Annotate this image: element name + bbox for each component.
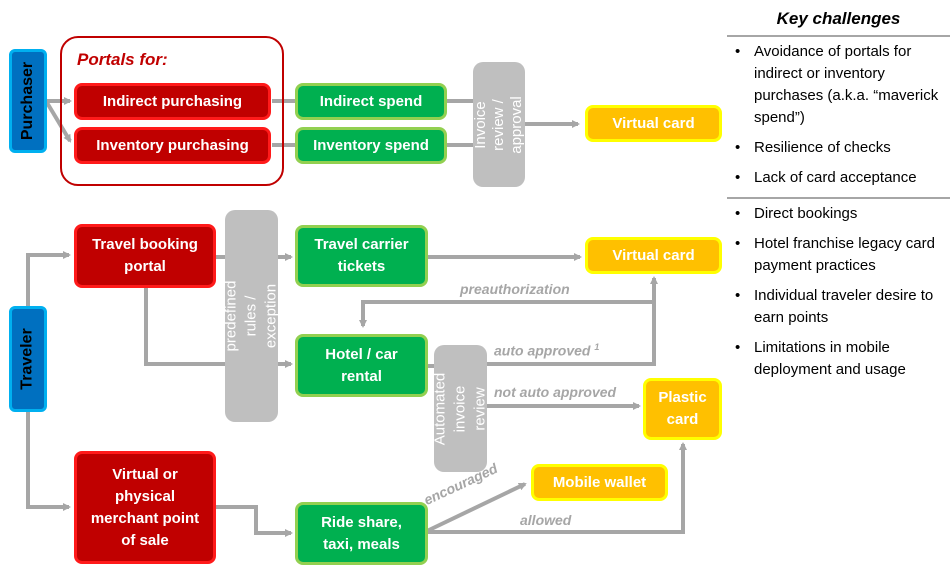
ride-share-taxi-meals: Ride share, taxi, meals <box>295 502 428 565</box>
actor-traveler: Traveler <box>9 306 47 412</box>
mobile-wallet: Mobile wallet <box>531 464 668 501</box>
connector-allowed <box>427 442 687 534</box>
connector-auto-approved <box>485 276 658 366</box>
challenge-item: Individual traveler desire to earn point… <box>727 285 950 329</box>
invoice-review-label: Invoice review / approval <box>472 95 526 154</box>
label-auto-approved-text: auto approved <box>494 342 591 359</box>
travel-carrier-tickets: Travel carrier tickets <box>295 225 428 287</box>
indirect-purchasing-portal: Indirect purchasing <box>74 83 271 120</box>
key-challenges-panel: Key challenges Avoidance of portals for … <box>727 0 950 393</box>
predefined-rules-approval: Meets predefined rules / exception appro… <box>203 210 300 422</box>
inventory-purchasing-portal: Inventory purchasing <box>74 127 271 164</box>
virtual-card-purchasing: Virtual card <box>585 105 722 142</box>
challenge-item: Direct bookings <box>727 203 950 225</box>
predefined-rules-label: Meets predefined rules / exception appro… <box>202 280 300 352</box>
inventory-spend: Inventory spend <box>295 127 447 164</box>
label-allowed: allowed <box>520 512 572 528</box>
automated-invoice-review: Automated invoice review <box>432 345 489 472</box>
challenge-item: Limitations in mobile deployment and usa… <box>727 337 950 381</box>
label-auto-approved: auto approved 1 <box>494 342 599 359</box>
travel-booking-portal: Travel booking portal <box>74 224 216 288</box>
connector-traveler-booking <box>26 251 71 308</box>
purchasing-challenges: Avoidance of portals for indirect or inv… <box>727 37 950 199</box>
challenge-item: Avoidance of portals for indirect or inv… <box>727 41 950 129</box>
indirect-spend: Indirect spend <box>295 83 447 120</box>
challenge-item: Resilience of checks <box>727 137 950 159</box>
plastic-card: Plastic card <box>643 378 722 440</box>
actor-traveler-label: Traveler <box>19 328 37 390</box>
label-preauthorization: preauthorization <box>460 281 570 297</box>
actor-purchaser-label: Purchaser <box>19 61 37 141</box>
connector-booking-hotel <box>144 287 226 366</box>
connector-purchaser-inventory <box>44 99 72 143</box>
label-not-auto-approved: not auto approved <box>494 384 617 400</box>
challenge-item: Lack of card acceptance <box>727 167 950 189</box>
connector-merchant-rideshare <box>215 505 293 537</box>
portals-group-title: Portals for: <box>77 50 168 69</box>
footnote-marker: 1 <box>594 342 600 352</box>
hotel-car-rental: Hotel / car rental <box>295 334 428 397</box>
virtual-card-travel: Virtual card <box>585 237 722 274</box>
invoice-review-approval: Invoice review / approval <box>472 62 526 187</box>
challenge-item: Hotel franchise legacy card payment prac… <box>727 233 950 277</box>
key-challenges-title: Key challenges <box>727 0 950 37</box>
actor-purchaser: Purchaser <box>9 49 47 153</box>
merchant-point-of-sale: Virtual or physical merchant point of sa… <box>74 451 216 564</box>
portals-group-frame <box>60 36 284 186</box>
connector-preauthorization <box>359 300 654 328</box>
connector-encouraged <box>426 482 527 533</box>
connector-traveler-merchant <box>26 410 71 511</box>
travel-challenges: Direct bookings Hotel franchise legacy c… <box>727 199 950 393</box>
automated-review-label: Automated invoice review <box>431 372 489 445</box>
